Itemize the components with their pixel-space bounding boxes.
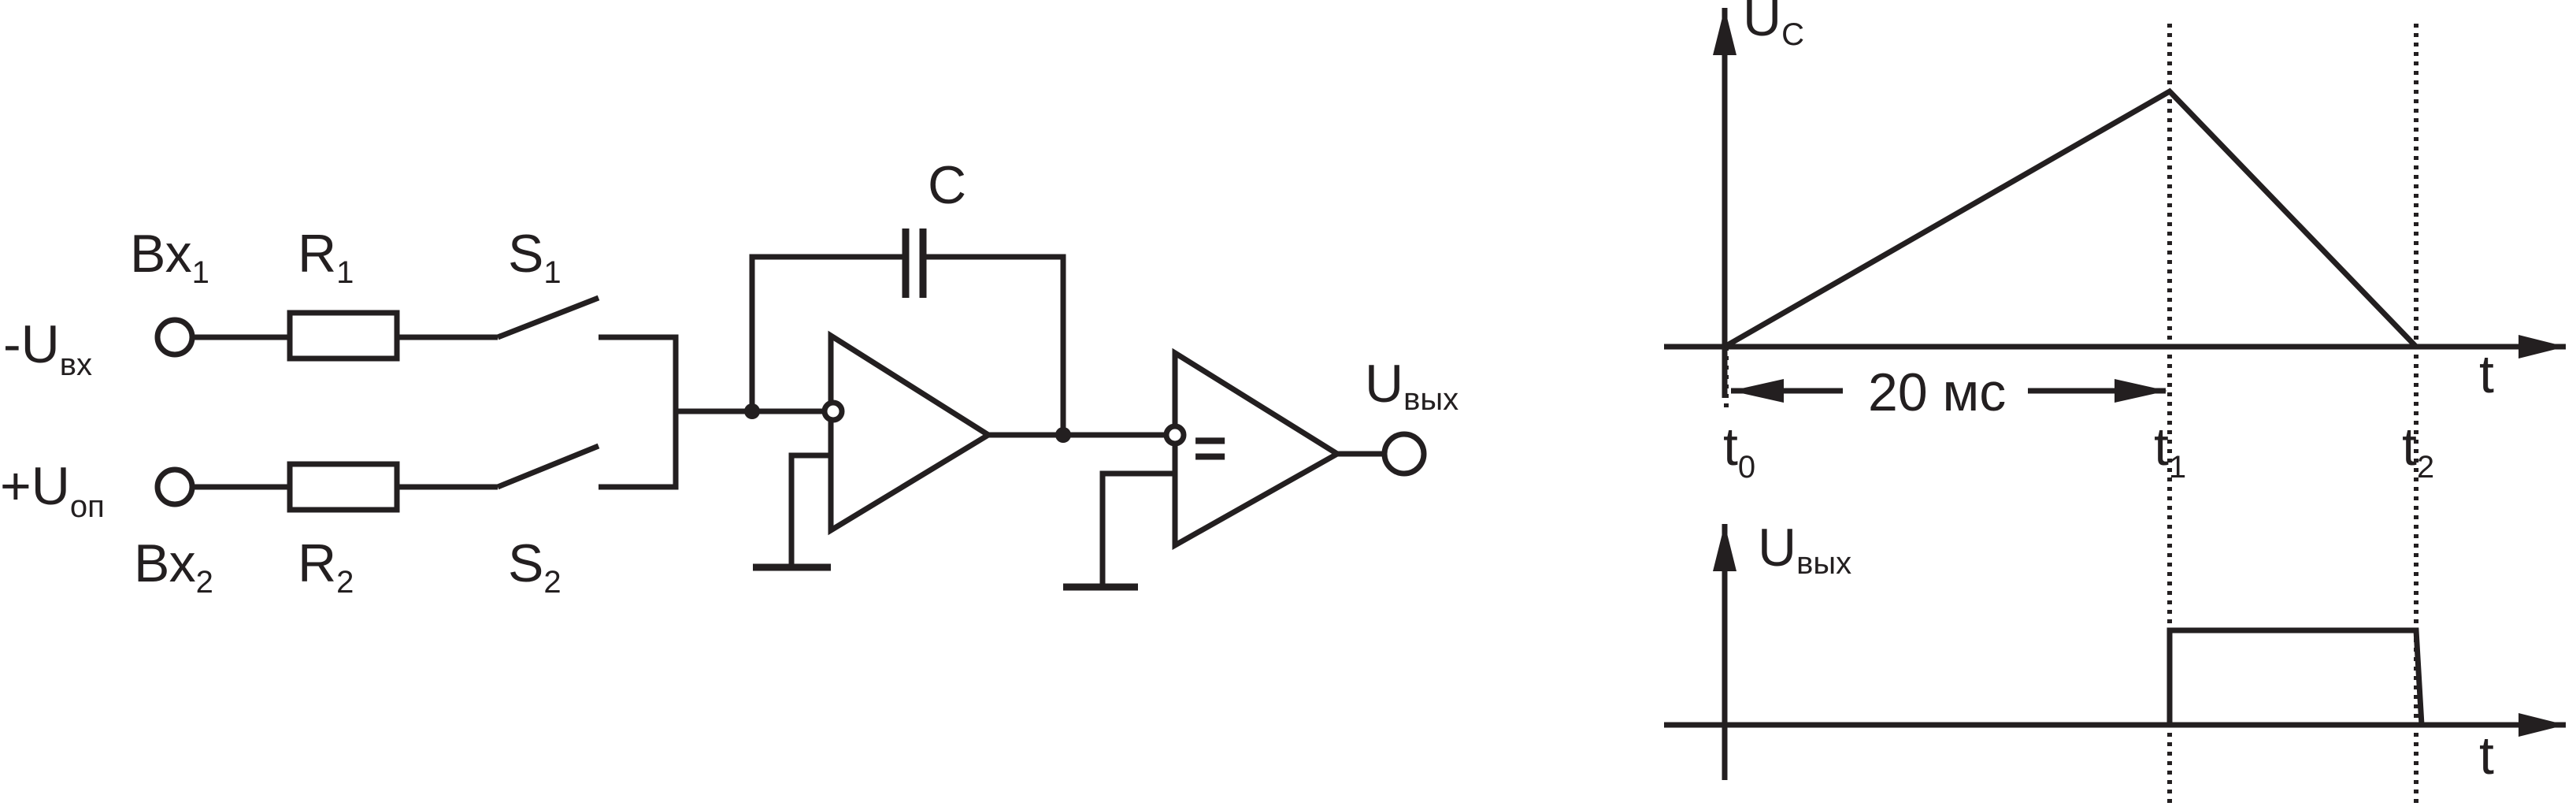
timing-diagram: 20 мс UC t t0 t1 t2 Uвых t	[1664, 0, 2566, 808]
bottom-x-label: t	[2479, 726, 2494, 786]
tick-t1: t1	[2154, 417, 2186, 485]
interval-label: 20 мс	[1868, 362, 2006, 422]
switch-bus	[599, 334, 833, 490]
signal-in-label: -Uвх	[3, 314, 92, 382]
input-branch-1	[154, 295, 600, 362]
output-terminal	[1381, 431, 1427, 477]
input-terminal-1	[154, 317, 195, 358]
r1-label: R1	[298, 224, 354, 290]
uout-pulse	[2166, 627, 2425, 726]
top-x-label: t	[2479, 344, 2494, 404]
output-label: Uвых	[1365, 354, 1458, 417]
comparator-inverting-dot	[1163, 423, 1187, 447]
comparator-symbol: =	[1193, 415, 1227, 481]
comparator	[1063, 347, 1427, 591]
switch-s1	[496, 295, 600, 340]
input2-label: Вх2	[134, 533, 213, 600]
junction-dot-out	[1055, 427, 1071, 443]
s2-label: S2	[508, 533, 562, 600]
input-terminal-2	[154, 466, 195, 507]
inverting-input-dot	[821, 399, 845, 423]
resistor-r1	[287, 310, 400, 362]
integrator-opamp	[828, 330, 994, 536]
uc-waveform	[1723, 87, 2418, 350]
integrator	[744, 229, 1175, 571]
resistor-r2	[287, 461, 400, 513]
input1-label: Вх1	[130, 224, 209, 290]
bottom-y-label: Uвых	[1758, 518, 1851, 581]
r2-label: R2	[298, 533, 354, 600]
circuit-schematic: Вх1 -Uвх R1 S1 +Uоп Вх2 R2 S2 C = Uвых	[0, 155, 1458, 600]
tick-t2: t2	[2402, 417, 2434, 485]
s1-label: S1	[508, 224, 562, 290]
input-branch-2	[154, 443, 600, 513]
capacitor-label: C	[928, 155, 966, 215]
tick-t0: t0	[1723, 417, 1755, 485]
top-y-label: UC	[1743, 0, 1804, 52]
bottom-plot: Uвых t	[1664, 518, 2566, 786]
comparator-opamp	[1172, 347, 1343, 550]
switch-s2	[496, 443, 600, 490]
signal-ref-label: +Uоп	[0, 456, 105, 524]
top-plot: 20 мс UC t t0 t1 t2	[1664, 0, 2566, 485]
